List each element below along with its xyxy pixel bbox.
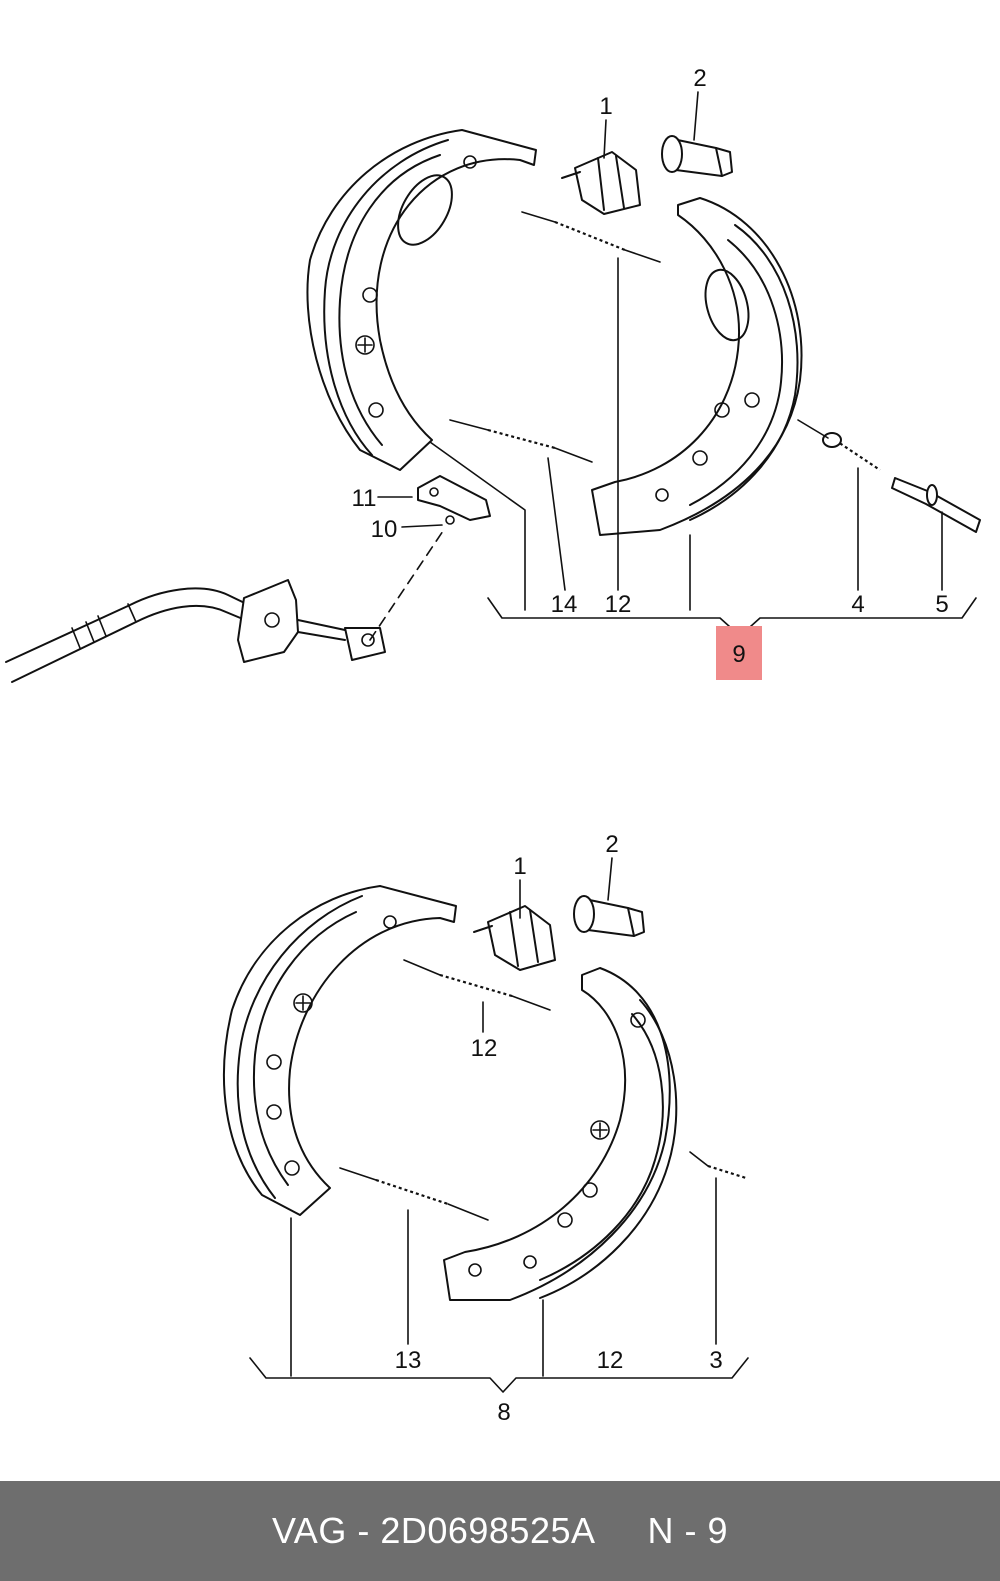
adjuster-part-1-top bbox=[561, 151, 641, 215]
part-number: VAG - 2D0698525A bbox=[271, 1510, 596, 1551]
lower-spring-bottom bbox=[339, 1167, 489, 1221]
brake-cable-top bbox=[5, 527, 446, 683]
sleeve-part-2-bottom bbox=[573, 895, 645, 937]
callout-12-bottom-upper: 12 bbox=[471, 1035, 498, 1062]
callout-12-bottom-lower: 12 bbox=[597, 1347, 624, 1374]
left-brake-shoe-bottom bbox=[223, 885, 457, 1216]
right-brake-shoe-bottom bbox=[443, 967, 678, 1301]
callout-1-bottom: 1 bbox=[513, 853, 526, 880]
callout-2-bottom: 2 bbox=[605, 831, 618, 858]
leader-lines-bottom bbox=[249, 857, 749, 1393]
bottom-assembly: 1 2 12 13 12 3 8 bbox=[223, 831, 749, 1426]
top-assembly: 1 2 11 10 14 12 4 5 9 bbox=[5, 65, 981, 683]
callout-11-top: 11 bbox=[352, 485, 377, 512]
small-spring-part-3-bottom bbox=[689, 1151, 747, 1180]
brake-shoe-diagram: 1 2 11 10 14 12 4 5 9 bbox=[5, 65, 981, 1426]
spring-cup-part-4-top bbox=[797, 419, 881, 471]
left-brake-shoe-top bbox=[306, 129, 537, 471]
adjuster-part-1-bottom bbox=[473, 905, 556, 971]
callout-12-top: 12 bbox=[605, 591, 632, 618]
callout-4-top: 4 bbox=[851, 591, 864, 618]
callout-14-top: 14 bbox=[551, 591, 578, 618]
callout-9-highlight: 9 bbox=[732, 641, 745, 668]
upper-spring-top bbox=[521, 211, 661, 263]
callout-2-top: 2 bbox=[693, 65, 706, 92]
callout-5-top: 5 bbox=[935, 591, 948, 618]
lower-spring-top bbox=[449, 419, 593, 463]
callout-13-bottom: 13 bbox=[395, 1347, 422, 1374]
page-reference: N - 9 bbox=[647, 1510, 729, 1551]
lever-part-11-top bbox=[417, 475, 491, 525]
right-brake-shoe-top bbox=[591, 197, 803, 536]
callout-10-top: 10 bbox=[371, 516, 398, 543]
upper-spring-bottom bbox=[403, 959, 551, 1011]
highlight-box-9 bbox=[716, 626, 762, 680]
callout-8-bottom: 8 bbox=[497, 1399, 510, 1426]
leader-lines-top bbox=[377, 91, 977, 637]
pin-part-5-top bbox=[891, 477, 981, 533]
callout-1-top: 1 bbox=[599, 93, 612, 120]
callout-3-bottom: 3 bbox=[709, 1347, 722, 1374]
sleeve-part-2-top bbox=[661, 135, 733, 177]
footer-bar: VAG - 2D0698525A N - 9 bbox=[0, 1481, 1000, 1581]
